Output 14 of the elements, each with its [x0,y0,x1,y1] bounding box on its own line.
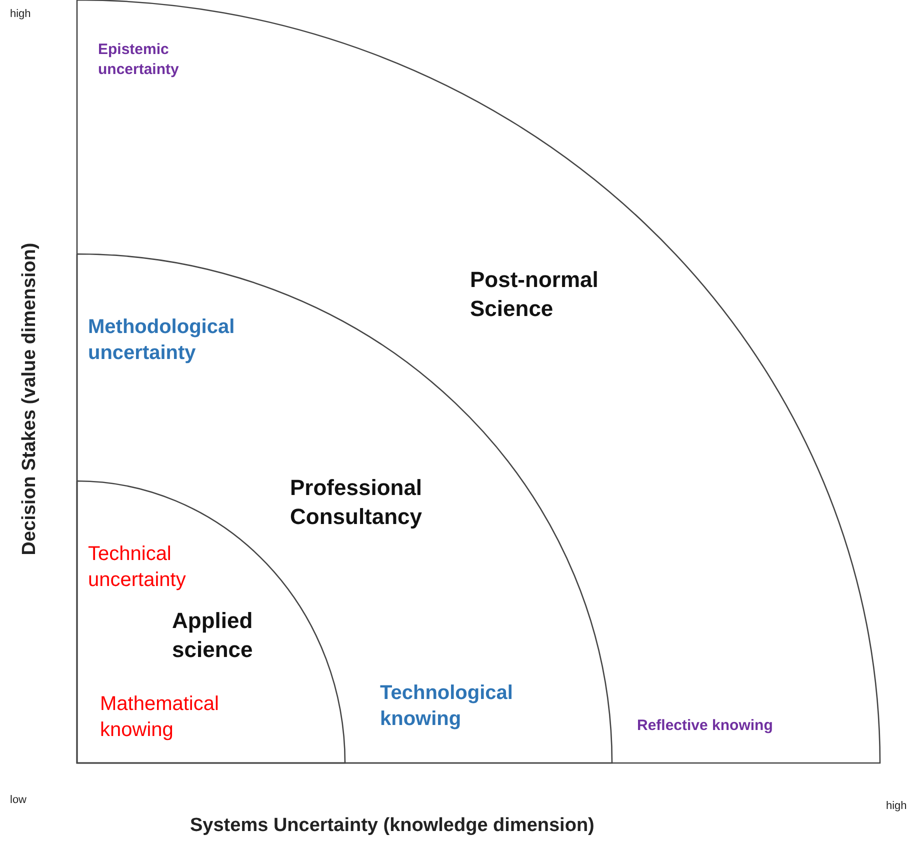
category-text: Methodological uncertainty [88,315,236,366]
axis-tick-label: low [10,794,27,806]
category-text: Mathematical knowing [100,692,220,743]
region-title: Post-normal Science [470,266,600,323]
category-text: Reflective knowing [637,716,774,736]
category-text: Epistemic uncertainty [98,40,180,79]
region-title: Professional Consultancy [290,474,424,531]
category-text: Technical uncertainty [88,542,187,593]
region-title: Applied science [172,607,254,664]
axis-tick-label: high [886,800,907,812]
axis-title: Decision Stakes (value dimension) [19,242,41,558]
category-text: Technological knowing [380,681,514,732]
axis-tick-label: high [10,8,31,20]
axis-title: Systems Uncertainty (knowledge dimension) [190,815,594,837]
